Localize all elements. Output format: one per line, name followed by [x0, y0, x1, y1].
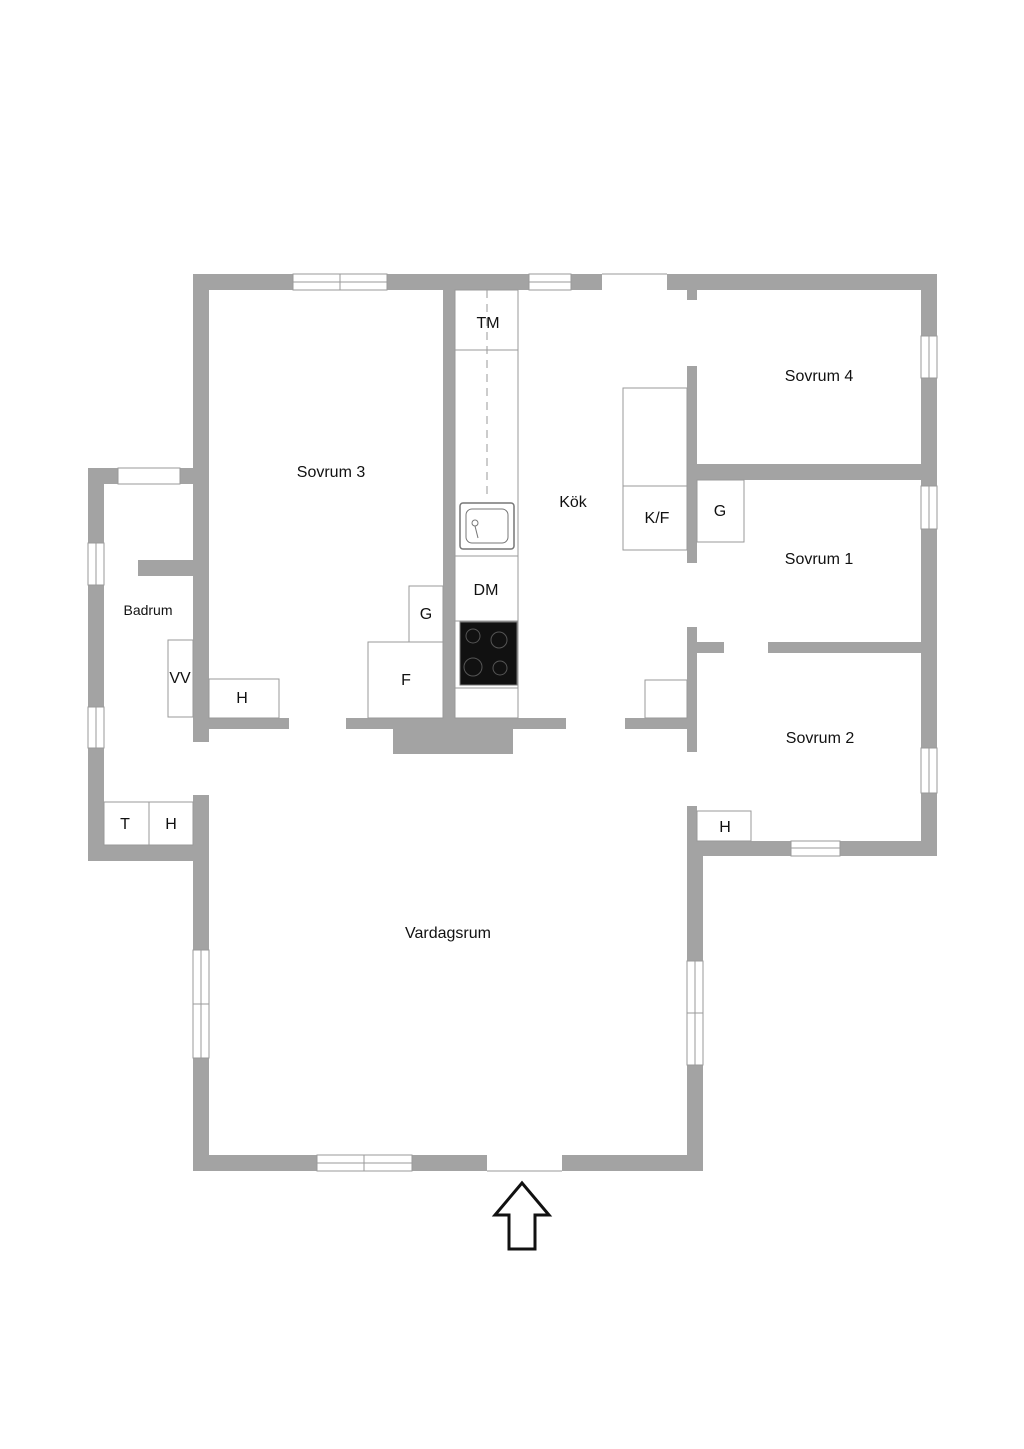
t-bath-label: T: [120, 816, 130, 833]
vv-label: VV: [169, 670, 191, 687]
stove-icon: [459, 621, 518, 686]
room-label-sovrum1: Sovrum 1: [785, 551, 854, 568]
room-label-sovrum4: Sovrum 4: [785, 368, 854, 385]
g-sovrum3-label: G: [420, 606, 432, 623]
h-bath-label: H: [165, 816, 177, 833]
h-sovrum2-label: H: [719, 819, 731, 836]
room-label-vardagsrum: Vardagsrum: [405, 925, 491, 942]
sovrum2-fixture: [644, 679, 688, 719]
room-label-badrum: Badrum: [123, 602, 172, 618]
vv-unit: [167, 639, 194, 718]
kf-label: K/F: [645, 510, 670, 527]
h-sovrum3-label: H: [236, 690, 248, 707]
walls: [88, 274, 937, 1171]
wardrobe-g-kitchen: [696, 479, 745, 543]
kf-cabinet: [622, 387, 688, 551]
room-label-sovrum3: Sovrum 3: [297, 464, 366, 481]
wardrobe-h-sovrum2: [696, 810, 752, 842]
entrance-arrow-icon: [491, 1180, 553, 1251]
wardrobe-f: [367, 641, 444, 719]
sovrum2-fixtures: H: [696, 810, 752, 842]
sovrum3-fixtures: G F H: [208, 585, 444, 719]
wardrobe-g-sovrum3: [408, 585, 444, 643]
windows: [87, 273, 938, 1172]
g-kitchen-label: G: [714, 503, 726, 520]
sink-icon: [459, 502, 515, 550]
tm-label: TM: [476, 315, 499, 332]
room-label-sovrum2: Sovrum 2: [786, 730, 855, 747]
kitchen-fixtures: TM DM K/F G: [454, 289, 745, 719]
wardrobe-h-sovrum3: [208, 678, 280, 719]
room-label-kok: Kök: [559, 494, 588, 511]
badrum-fixtures: VV T H: [103, 639, 194, 846]
room-labels: Sovrum 3 Sovrum 4 Sovrum 1 Sovrum 2 Kök …: [123, 368, 854, 942]
dm-label: DM: [474, 582, 499, 599]
f-label: F: [401, 672, 411, 689]
